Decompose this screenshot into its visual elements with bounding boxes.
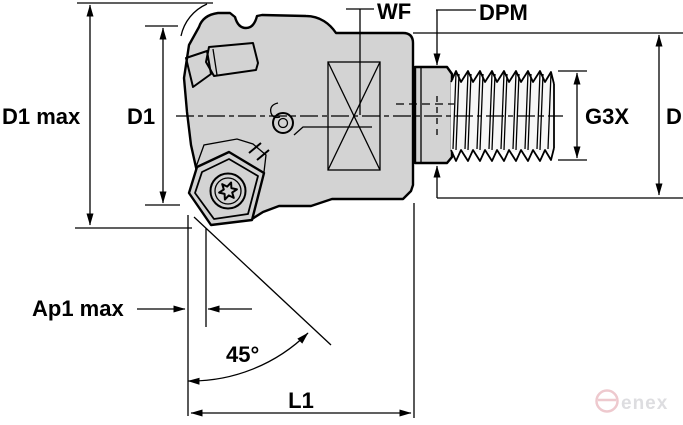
g3x-label: G3X (585, 104, 629, 129)
top-insert (205, 42, 259, 77)
watermark-text: enex (621, 393, 668, 414)
dim-ap1-angle-l1: Ap1 max 45° L1 (32, 203, 415, 418)
insert-outer (187, 150, 266, 227)
watermark-circle (595, 389, 619, 413)
insert-screw-ring (214, 177, 242, 205)
dim-dpm: DPM (433, 0, 683, 199)
neck-collar (413, 65, 454, 165)
dim-g3x: G3X (558, 70, 629, 161)
d1max-label: D1 max (2, 104, 81, 129)
dpm-label: DPM (479, 0, 528, 25)
ap1max-label: Ap1 max (32, 296, 124, 321)
insert-screw-head (209, 172, 247, 210)
l1-label: L1 (288, 388, 314, 413)
thread-crest-top (450, 70, 555, 85)
angle-arc (187, 332, 309, 385)
torx-star-icon (218, 181, 238, 201)
insert-inner (194, 158, 259, 220)
top-insert-edge-line (212, 48, 218, 76)
top-insert-group (185, 42, 259, 88)
lead-angle-line (193, 216, 332, 346)
dim-d: D (413, 32, 683, 196)
centerlines (176, 96, 563, 140)
dim-wf: WF (346, 0, 411, 115)
watermark-logo-icon (595, 389, 619, 413)
hole-leader-line (293, 126, 372, 136)
set-screw-bore (277, 117, 289, 129)
pocket-hatch-ticks (248, 142, 270, 161)
dim-d1-max: D1 max (2, 2, 213, 229)
flight-circle-arc (180, 3, 208, 37)
insert-pocket-rim (195, 138, 267, 173)
d1-label: D1 (127, 104, 155, 129)
dim-d1: D1 (127, 25, 180, 206)
thread-crest-bottom (450, 147, 555, 162)
d-label: D (666, 104, 682, 129)
set-screw-chamfer-arc (270, 102, 281, 119)
thread-flank-lines (452, 72, 552, 151)
bottom-insert-group (187, 138, 267, 227)
top-insert-facet-left (185, 50, 212, 88)
set-screw-hole (272, 112, 294, 134)
angle-label: 45° (226, 342, 259, 367)
wf-label: WF (377, 0, 411, 24)
watermark: enex (595, 389, 668, 414)
wf-leader (346, 8, 374, 115)
